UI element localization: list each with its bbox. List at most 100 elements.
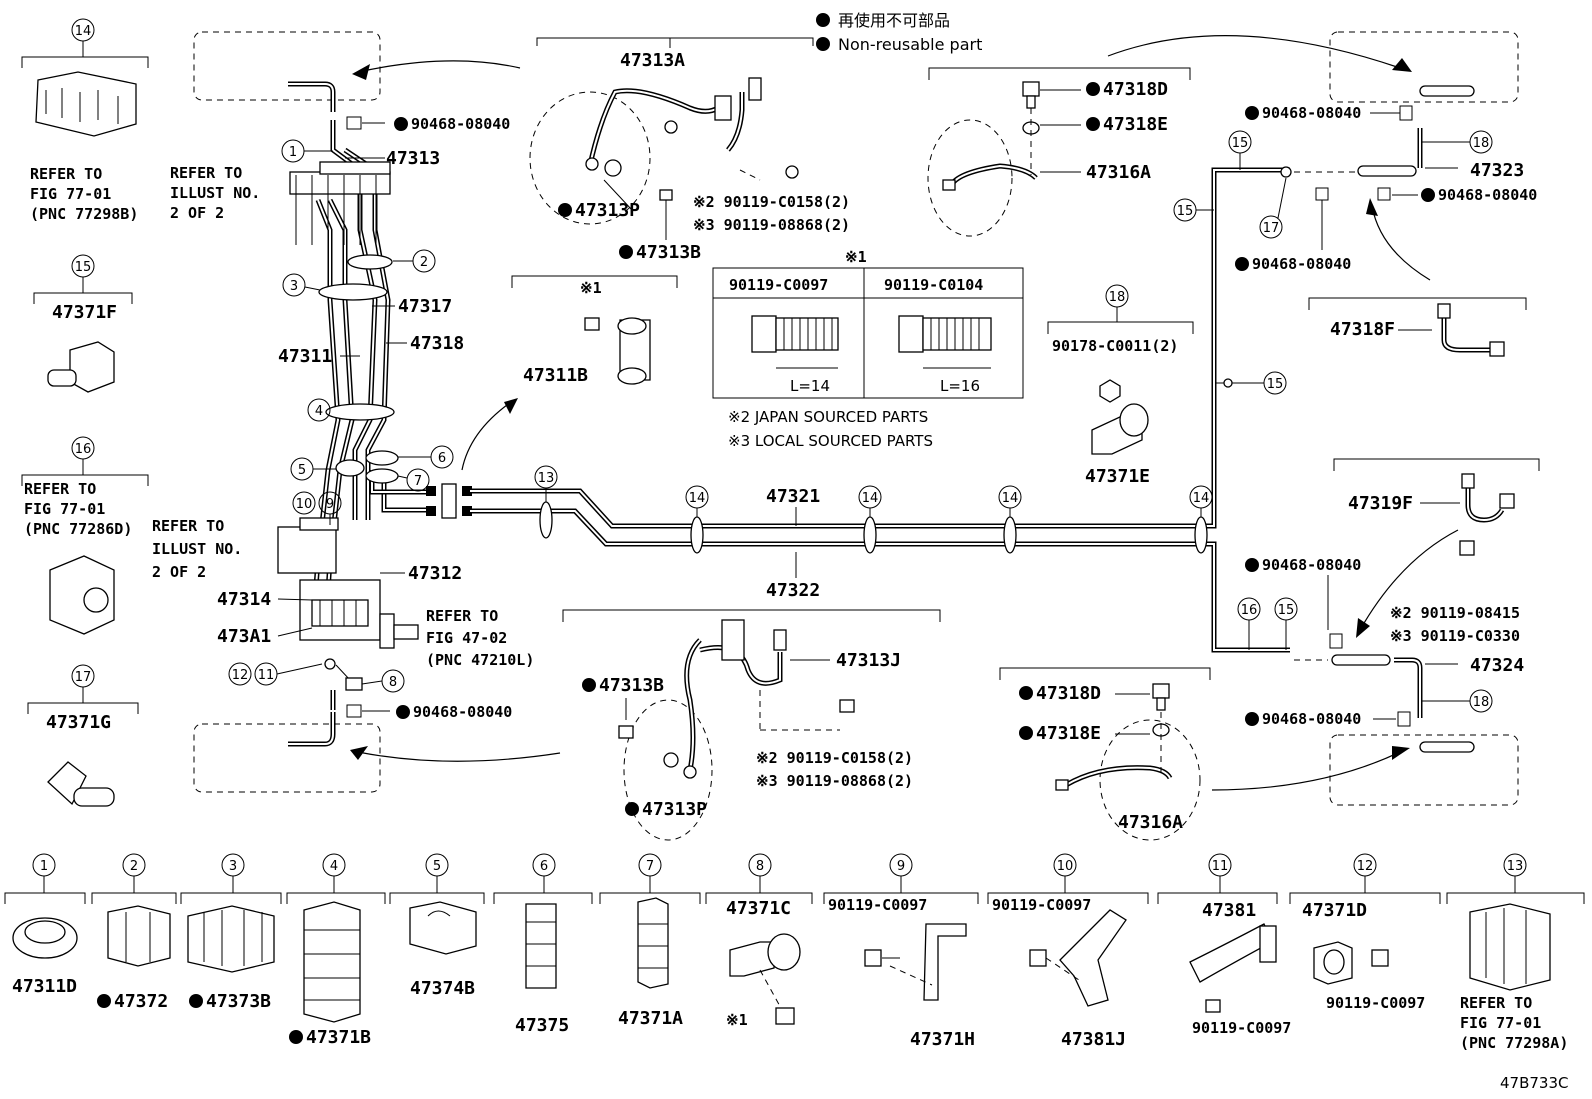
svg-text:1: 1 — [40, 859, 48, 874]
right-lower-tubes: 90468-08040 16 15 47324 18 90468-08040 — [1237, 556, 1524, 728]
bundle-callouts: 1 2 3 4 5 6 7 10 9 12 11 8 13 14 14 14 1… — [228, 139, 1213, 693]
fig47-3: (PNC 47210L) — [426, 651, 534, 669]
bolt-table: ※1 90119-C0097 90119-C0104 L=14 L=16 ※2 … — [712, 248, 1024, 450]
joint-front — [426, 483, 472, 519]
clip-14-left: 14 REFER TO FIG 77-01 (PNC 77298B) — [21, 18, 149, 223]
clip-17-left: 17 47371G — [27, 664, 139, 807]
refer-16-2: FIG 77-01 — [24, 500, 105, 518]
part-47371F: 47371F — [52, 302, 117, 323]
svg-text:14: 14 — [1002, 491, 1019, 506]
refer-14-1: REFER TO — [30, 165, 102, 183]
refer-13-3: (PNC 77298A) — [1460, 1034, 1568, 1052]
right-bolt-local: ※3 90119-C0330 — [1390, 627, 1520, 645]
part-47313B-top: 47313B — [636, 242, 701, 263]
bolt-table-note2: ※2 JAPAN SOURCED PARTS — [728, 408, 928, 426]
part-47313P-bottom: 47313P — [642, 799, 707, 820]
svg-text:18: 18 — [1109, 290, 1126, 305]
svg-text:10: 10 — [296, 497, 313, 512]
part-47314: 47314 — [217, 589, 271, 610]
part-47311: 47311 — [278, 346, 332, 367]
part-47313J: 47313J — [836, 650, 901, 671]
hose-47318F-group: 47318F — [1308, 297, 1527, 357]
svg-text:12: 12 — [1357, 859, 1374, 874]
part-47317: 47317 — [398, 296, 452, 317]
brake-actuator — [277, 517, 419, 710]
part-47318: 47318 — [410, 333, 464, 354]
main-tube-lines — [470, 167, 1290, 653]
part-47318E-top: 47318E — [1103, 114, 1168, 135]
part-47316A-top: 47316A — [1086, 162, 1151, 183]
lower-right-dashed-box — [1329, 734, 1519, 806]
illust-mid-1: REFER TO — [152, 517, 224, 535]
upper-left-dashed-box — [193, 31, 521, 112]
bottom-item-7: 7 47371A — [599, 853, 701, 1029]
bottom-item-4: 4 47371B — [286, 853, 386, 1048]
hose-47313J-group: 47313J 47313B ※2 90119-C0158(2) ※3 90119… — [562, 609, 941, 841]
bottom-item-12: 12 47371D 90119-C0097 — [1289, 853, 1441, 1012]
arrow-to-47311B — [461, 399, 515, 471]
right-bolt-japan: ※2 90119-08415 — [1390, 604, 1520, 622]
top-bolt-local: ※3 90119-08868(2) — [693, 216, 850, 234]
upper-right-dashed-box — [1329, 31, 1519, 103]
part-47311D: 47311D — [12, 976, 77, 997]
svg-text:7: 7 — [414, 474, 422, 489]
part-47371G: 47371G — [46, 712, 111, 733]
refer-14-2: FIG 77-01 — [30, 185, 111, 203]
svg-text:18: 18 — [1473, 136, 1490, 151]
svg-text:18: 18 — [1473, 695, 1490, 710]
part-47318E-bottom: 47318E — [1036, 723, 1101, 744]
svg-text:8: 8 — [756, 859, 764, 874]
hose-47313A-group: 47313A 47313P 47313B ※2 90119-C0158(2) ※… — [529, 37, 850, 263]
tube-bundle — [289, 120, 430, 641]
svg-text:15: 15 — [1177, 204, 1194, 219]
bolt-11: 90119-C0097 — [1192, 1019, 1291, 1037]
refer-13-2: FIG 77-01 — [1460, 1014, 1541, 1032]
part-47319F: 47319F — [1348, 493, 1413, 514]
grommets-14 — [539, 488, 1208, 554]
svg-text:15: 15 — [1278, 603, 1295, 618]
part-47371D: 47371D — [1302, 900, 1367, 921]
arrow-bottom-right — [1211, 751, 1401, 791]
part-47313B-bottom: 47313B — [599, 675, 664, 696]
part-47318F: 47318F — [1330, 319, 1395, 340]
clip-r5-label: 90468-08040 — [1262, 710, 1361, 728]
svg-text:4: 4 — [330, 859, 338, 874]
refer-14-3: (PNC 77298B) — [30, 205, 138, 223]
part-47381J: 47381J — [1061, 1029, 1126, 1050]
svg-text:14: 14 — [75, 24, 92, 39]
part-47371E: 47371E — [1085, 466, 1150, 487]
svg-text:7: 7 — [646, 859, 654, 874]
part-47318D-top: 47318D — [1103, 79, 1168, 100]
bottom-parts-row: 1 47311D 2 47372 3 47373B — [4, 853, 1585, 1052]
clip-r3-label: 90468-08040 — [1438, 186, 1537, 204]
mark-1-bottom: ※1 — [726, 1011, 748, 1029]
svg-text:4: 4 — [315, 404, 323, 419]
bottom-item-8: 8 47371C ※1 — [705, 853, 813, 1029]
bracket-47311B-group: ※1 47311B — [511, 275, 678, 386]
svg-text:10: 10 — [1057, 859, 1074, 874]
bolt-table-mark: ※1 — [845, 248, 867, 266]
bottom-bolt-japan: ※2 90119-C0158(2) — [756, 749, 913, 767]
legend: 再使用不可部品 Non-reusable part — [816, 11, 982, 54]
bottom-item-2: 2 47372 — [91, 853, 177, 1012]
svg-text:2: 2 — [420, 255, 428, 270]
part-47371C: 47371C — [726, 898, 791, 919]
part-47313: 47313 — [386, 148, 440, 169]
illust-top-1: REFER TO — [170, 164, 242, 182]
right-upper-tubes: 90468-08040 15 17 15 90468-08040 90468-0… — [1173, 104, 1537, 395]
svg-text:14: 14 — [689, 491, 706, 506]
bolt-table-len2: L=16 — [940, 377, 980, 395]
svg-text:9: 9 — [897, 859, 905, 874]
svg-text:2: 2 — [130, 859, 138, 874]
svg-text:9: 9 — [326, 497, 334, 512]
part-47371B: 47371B — [306, 1027, 371, 1048]
figure-code: 47B733C — [1500, 1074, 1568, 1092]
part-47371A: 47371A — [618, 1008, 683, 1029]
arrow-top-right — [1107, 35, 1401, 69]
part-47316A-bottom: 47316A — [1118, 812, 1183, 833]
refer-16-3: (PNC 77286D) — [24, 520, 132, 538]
svg-text:17: 17 — [1263, 221, 1280, 236]
part-47323: 47323 — [1470, 160, 1524, 181]
bottom-item-10: 10 90119-C0097 47381J — [987, 853, 1149, 1050]
svg-text:6: 6 — [540, 859, 548, 874]
